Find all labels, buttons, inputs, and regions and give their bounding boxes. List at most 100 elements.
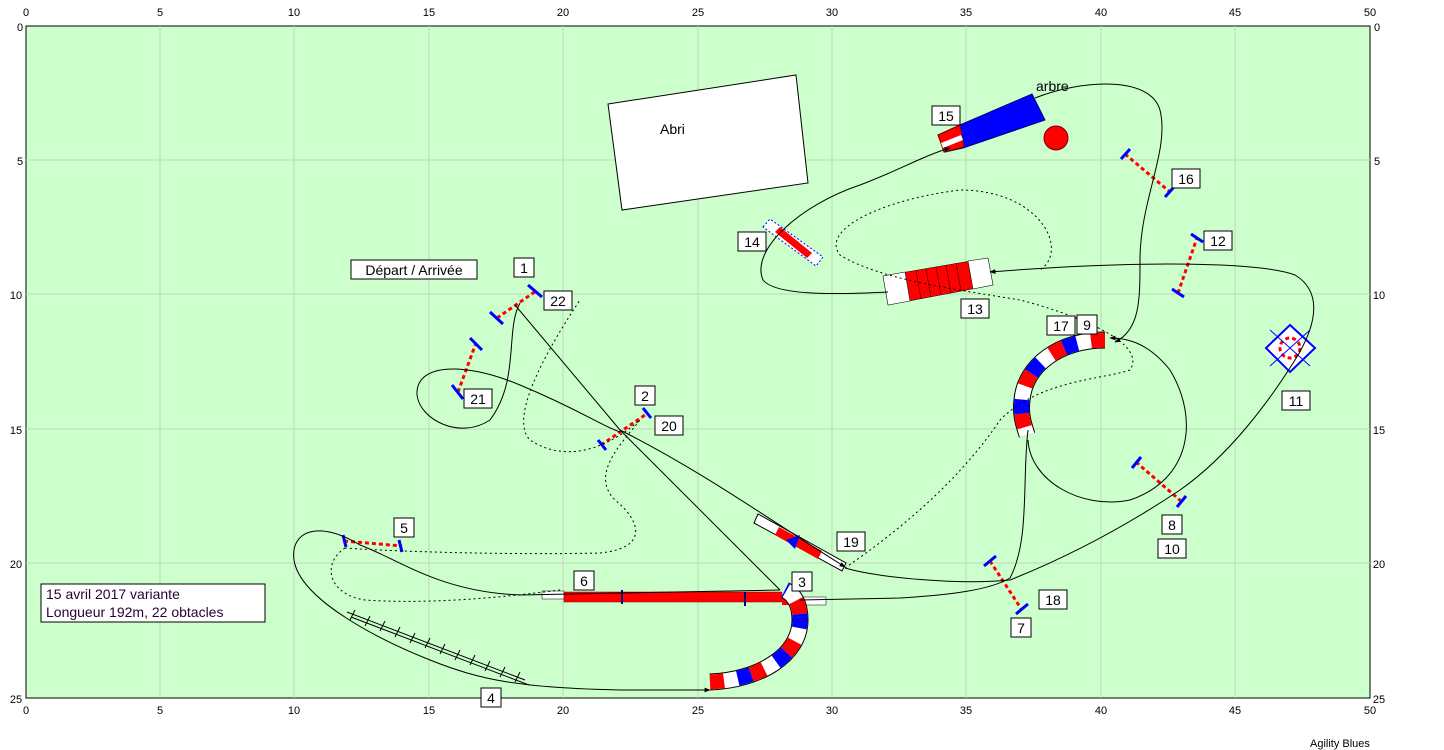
x-tick-top: 0	[23, 7, 29, 19]
obstacle-number-14-text: 14	[744, 234, 760, 250]
x-tick-bottom: 15	[423, 705, 435, 717]
y-tick-right: 10	[1373, 290, 1385, 302]
obstacle-number-15: 15	[931, 105, 961, 126]
jump-obstacle-1	[488, 283, 543, 326]
x-tick-bottom: 20	[557, 705, 569, 717]
obstacle-number-15-text: 15	[938, 108, 954, 124]
seesaw-obstacle-19	[753, 513, 847, 572]
obstacle-number-7: 7	[1010, 617, 1032, 638]
obstacle-number-12-text: 12	[1210, 233, 1226, 249]
obstacle-number-13: 13	[960, 298, 990, 319]
obstacle-number-3-text: 3	[798, 574, 806, 590]
obstacle-number-12: 12	[1203, 230, 1233, 251]
jump-obstacle-12	[1171, 232, 1204, 299]
x-tick-bottom: 45	[1229, 705, 1241, 717]
obstacle-number-21-text: 21	[470, 391, 486, 407]
obstacle-number-5: 5	[393, 517, 415, 538]
x-tick-top: 50	[1364, 7, 1376, 19]
x-tick-bottom: 30	[826, 705, 838, 717]
obstacle-number-2-text: 2	[641, 388, 649, 404]
obstacle-number-8: 8	[1161, 514, 1183, 535]
obstacle-14	[762, 218, 824, 267]
obstacle-number-17: 17	[1046, 315, 1076, 336]
obstacle-number-8-text: 8	[1168, 517, 1176, 533]
jump-obstacle-7	[983, 554, 1029, 616]
y-tick-left: 0	[17, 22, 23, 34]
tunnel-obstacle-17-9	[1013, 331, 1106, 438]
x-tick-top: 40	[1095, 7, 1107, 19]
axis-left: 0 5 10 15 20 25	[10, 22, 23, 706]
x-tick-top: 10	[288, 7, 300, 19]
obstacle-number-17-text: 17	[1053, 318, 1069, 334]
x-tick-top: 20	[557, 7, 569, 19]
x-tick-top: 30	[826, 7, 838, 19]
obstacle-number-19-text: 19	[843, 534, 859, 550]
jump-obstacle-16	[1119, 147, 1176, 199]
obstacle-number-10: 10	[1157, 538, 1187, 559]
x-tick-bottom: 35	[960, 705, 972, 717]
palisade-obstacle-4	[346, 609, 530, 686]
x-tick-bottom: 10	[288, 705, 300, 717]
obstacle-number-11-text: 11	[1289, 393, 1304, 409]
obstacle-number-11: 11	[1281, 390, 1311, 411]
course-path-dotted	[330, 189, 1134, 602]
obstacle-number-5-text: 5	[400, 520, 408, 536]
obstacle-number-4-text: 4	[487, 690, 495, 706]
obstacle-number-22: 22	[543, 290, 573, 311]
obstacle-number-4: 4	[480, 687, 502, 708]
obstacle-number-3: 3	[791, 571, 813, 592]
x-tick-top: 45	[1229, 7, 1241, 19]
axis-right: 0 5 10 15 20 25	[1373, 22, 1385, 706]
obstacle-number-6-text: 6	[580, 573, 588, 589]
obstacle-number-21: 21	[463, 388, 493, 409]
obstacle-number-6: 6	[573, 570, 595, 591]
x-tick-bottom: 40	[1095, 705, 1107, 717]
x-tick-bottom: 50	[1364, 705, 1376, 717]
tunnel-obstacle-3	[709, 582, 809, 691]
axis-top: 0 5 10 15 20 25 30 35 40 45 50	[23, 7, 1376, 19]
axis-bottom: 0 5 10 15 20 25 30 35 40 45 50	[23, 705, 1376, 717]
y-tick-right: 5	[1374, 156, 1380, 168]
obstacle-number-1: 1	[513, 257, 535, 278]
obstacle-number-9: 9	[1076, 314, 1098, 335]
x-tick-top: 5	[157, 7, 163, 19]
y-tick-left: 10	[10, 290, 22, 302]
obstacle-number-7-text: 7	[1017, 620, 1025, 636]
y-tick-right: 0	[1374, 22, 1380, 34]
y-tick-right: 15	[1373, 425, 1385, 437]
chute-obstacle-15	[937, 93, 1046, 153]
y-tick-right: 20	[1373, 559, 1385, 571]
shelter: Abri	[607, 74, 809, 211]
x-tick-top: 15	[423, 7, 435, 19]
start-finish-text: Départ / Arrivée	[365, 262, 462, 278]
shelter-label: Abri	[660, 121, 685, 137]
course-info-line1: 15 avril 2017 variante	[46, 586, 180, 602]
start-finish-label: Départ / Arrivée	[350, 259, 478, 280]
jump-obstacle-21	[450, 336, 484, 400]
obstacle-number-16-text: 16	[1178, 171, 1194, 187]
course-info-line2: Longueur 192m, 22 obtacles	[46, 604, 223, 620]
jump-obstacle-2	[596, 407, 653, 451]
obstacle-number-9-text: 9	[1083, 317, 1091, 333]
y-tick-left: 25	[10, 694, 22, 706]
jump-obstacle-8	[1130, 456, 1188, 508]
course-info-box: 15 avril 2017 variante Longueur 192m, 22…	[40, 583, 266, 623]
jump-obstacle-5	[341, 534, 404, 553]
x-tick-bottom: 5	[157, 705, 163, 717]
x-tick-bottom: 25	[692, 705, 704, 717]
obstacle-number-19: 19	[836, 531, 866, 552]
obstacle-number-20-text: 20	[661, 418, 677, 434]
x-tick-top: 35	[960, 7, 972, 19]
obstacle-number-14: 14	[737, 231, 767, 252]
course-path	[293, 83, 1315, 693]
table-obstacle-11	[1264, 323, 1317, 374]
obstacle-number-20: 20	[654, 415, 684, 436]
obstacle-number-2: 2	[634, 385, 656, 406]
weave-obstacle-13	[882, 257, 994, 306]
obstacle-number-13-text: 13	[967, 301, 983, 317]
y-tick-left: 5	[17, 156, 23, 168]
obstacle-number-10-text: 10	[1164, 541, 1180, 557]
obstacle-number-18-text: 18	[1045, 592, 1061, 608]
y-tick-left: 20	[10, 559, 22, 571]
